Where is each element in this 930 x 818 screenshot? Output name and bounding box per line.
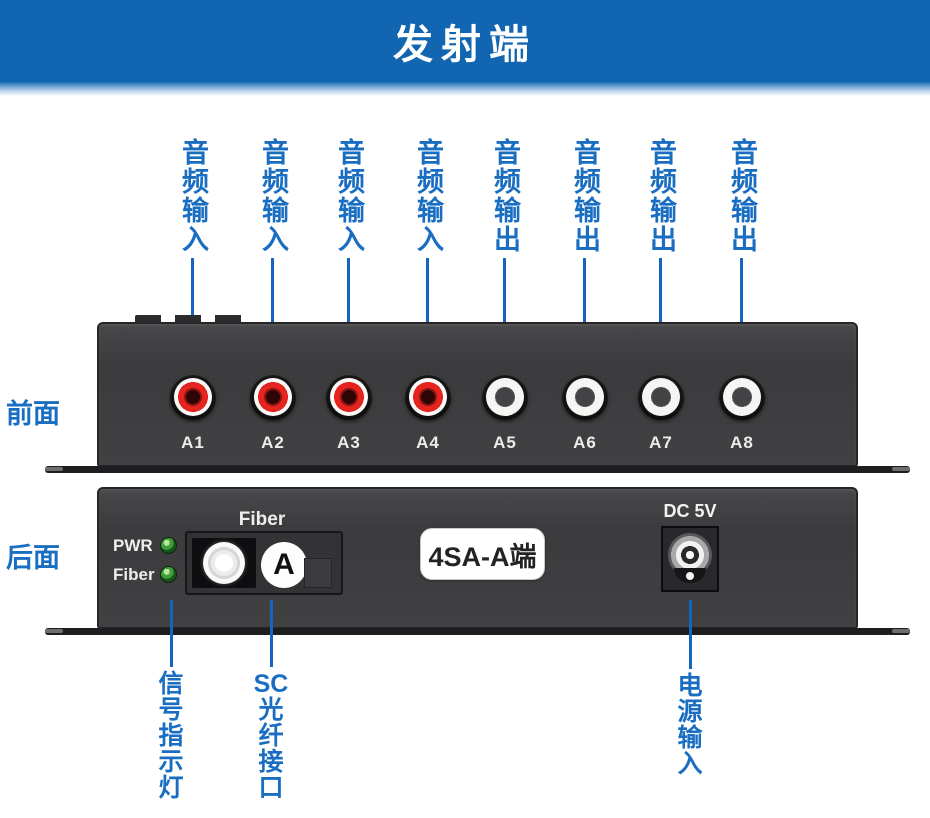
- rca-jack-core: [642, 378, 680, 416]
- port-label-a4: A4: [416, 433, 440, 452]
- sc-fiber-port: A: [185, 531, 343, 595]
- front-side-label: 前面: [6, 399, 60, 429]
- rca-jack-core: [330, 378, 368, 416]
- annotation-audio-output-8: 音频输出: [727, 138, 757, 254]
- annotation-char: 光: [258, 696, 284, 724]
- sc-ferrule: [203, 542, 245, 584]
- annotation-char: 灯: [158, 774, 184, 802]
- annotation-char: 源: [677, 698, 703, 726]
- rca-jack-core: [174, 378, 212, 416]
- annotation-char: SC: [253, 670, 289, 698]
- annotation-char: 信: [158, 670, 184, 698]
- front-panel-base: [45, 466, 910, 473]
- leader-line: [740, 258, 743, 361]
- leader-line: [503, 258, 506, 361]
- rca-jack-core: [254, 378, 292, 416]
- rca-jack-core: [486, 378, 524, 416]
- rca-jack-a2: [250, 374, 296, 420]
- port-label-a8: A8: [730, 433, 754, 452]
- annotation-audio-input-3: 音频输入: [334, 138, 364, 254]
- annotation-audio-input-1: 音频输入: [178, 138, 208, 254]
- port-label-a7: A7: [649, 433, 673, 452]
- annotation-sc-fiber-interface: SC 光 纤 接 口: [249, 671, 293, 801]
- rca-jack-a7: [638, 374, 684, 420]
- pwr-led-label: PWR: [113, 536, 153, 555]
- dc-power-jack: [661, 526, 719, 592]
- fiber-led-label: Fiber: [113, 565, 155, 584]
- sc-port-socket: [192, 538, 256, 588]
- rca-jack-a3: [326, 374, 372, 420]
- dc-power-label: DC 5V: [663, 501, 717, 521]
- port-label-a3: A3: [337, 433, 361, 452]
- annotation-char: 电: [677, 672, 703, 700]
- annotation-audio-output-5: 音频输出: [490, 138, 520, 254]
- fiber-letter-badge: A: [261, 542, 307, 588]
- leader-line: [583, 258, 586, 361]
- pwr-led: [160, 537, 177, 554]
- fiber-port-heading: Fiber: [238, 509, 286, 530]
- rca-jack-a6: [562, 374, 608, 420]
- leader-line: [191, 258, 194, 361]
- leader-line: [347, 258, 350, 361]
- annotation-signal-indicator-light: 信 号 指 示 灯: [149, 671, 193, 801]
- rca-jack-core: [409, 378, 447, 416]
- annotation-audio-input-2: 音频输入: [258, 138, 288, 254]
- rca-jack-a8: [719, 374, 765, 420]
- header-banner: 发射端: [0, 0, 930, 82]
- back-side-label: 后面: [6, 543, 60, 573]
- annotation-char: 入: [677, 750, 703, 778]
- back-panel-base: [45, 628, 910, 635]
- page-title: 发射端: [393, 23, 537, 67]
- model-badge: 4SA-A端: [420, 528, 545, 580]
- annotation-char: 接: [258, 748, 284, 776]
- port-label-a5: A5: [493, 433, 517, 452]
- annotation-char: 输: [677, 724, 703, 752]
- annotation-audio-output-7: 音频输出: [646, 138, 676, 254]
- rca-jack-a5: [482, 374, 528, 420]
- annotation-char: 指: [158, 722, 184, 750]
- leader-line: [170, 600, 173, 667]
- port-label-a2: A2: [261, 433, 285, 452]
- port-label-a1: A1: [181, 433, 205, 452]
- annotation-char: 示: [158, 748, 184, 776]
- leader-line: [689, 600, 692, 669]
- panel-top-detail: [135, 315, 247, 323]
- annotation-char: 口: [258, 774, 284, 802]
- sc-module-notch: [304, 558, 332, 588]
- annotation-audio-output-6: 音频输出: [570, 138, 600, 254]
- header-gradient: [0, 82, 930, 96]
- annotation-char: 号: [158, 696, 184, 724]
- fiber-led: [160, 566, 177, 583]
- leader-line: [426, 258, 429, 361]
- annotation-audio-input-4: 音频输入: [413, 138, 443, 254]
- leader-line: [271, 258, 274, 361]
- port-label-a6: A6: [573, 433, 597, 452]
- rca-jack-a1: [170, 374, 216, 420]
- dc-pin: [686, 572, 694, 580]
- rca-jack-a4: [405, 374, 451, 420]
- annotation-char: 纤: [258, 722, 284, 750]
- rca-jack-core: [723, 378, 761, 416]
- annotation-power-input: 电 源 输 入: [668, 673, 712, 777]
- rca-jack-core: [566, 378, 604, 416]
- leader-line: [659, 258, 662, 361]
- leader-line: [270, 600, 273, 667]
